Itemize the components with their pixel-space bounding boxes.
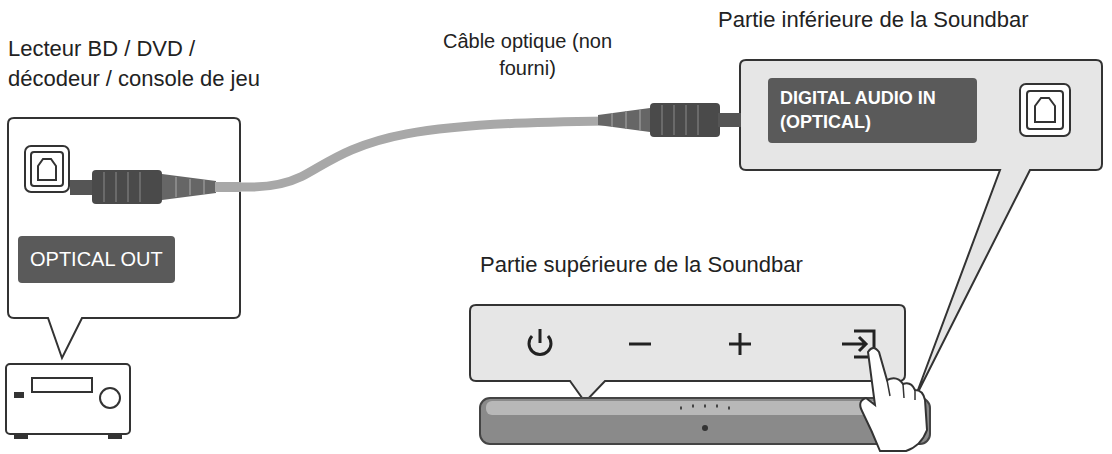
player-device [6,364,130,434]
optical-port [1020,84,1070,136]
plug-ridges [662,105,698,135]
port-name: OPTICAL OUT [30,246,163,273]
port-label: OPTICAL OUT [18,236,175,283]
optical-port-frame [1027,91,1063,129]
soundbar-led [702,425,708,431]
hand-fingers [887,380,915,400]
optical-port-frame [31,152,63,186]
volume-down-button [629,343,651,346]
soundbar-buttons [680,406,730,408]
part-heading: Partie inférieure de la Soundbar [718,5,1029,35]
plug-body [650,103,720,137]
device-foot [14,434,28,439]
volume-up-button [729,333,751,355]
source-button [842,337,866,351]
optical-port-socket [1035,98,1055,122]
part-heading: Partie supérieure de la Soundbar [480,250,803,280]
callout-box: Partie inférieure de la SoundbarDIGITAL … [740,60,1102,170]
optical-port [25,146,69,192]
callout-box: Lecteur BD / DVD / décodeur / console de… [8,118,240,318]
plug-ribs [612,110,640,130]
callout-bubble [8,118,240,358]
device-knob [100,388,120,408]
indicator [14,392,24,398]
device-foot [108,434,122,439]
plug-body [92,170,162,204]
port-label: DIGITAL AUDIO IN (OPTICAL) [768,78,977,143]
cable-label: Câble optique (non fourni) [440,28,615,82]
part-heading: Lecteur BD / DVD / décodeur / console de… [8,34,283,93]
plug-strain-relief [162,174,216,200]
plug-ridges [104,172,140,202]
cable-end [215,182,241,192]
plug-strain-relief [598,108,650,132]
plug-tip [70,180,94,195]
plug-tip [718,113,741,127]
callout-box: Partie supérieure de la Soundbar [470,305,905,381]
port-name: DIGITAL AUDIO IN (OPTICAL) [780,86,965,135]
disc-tray [32,378,92,392]
pointing-hand [860,348,927,451]
soundbar-top [486,401,924,415]
power-button [539,329,542,343]
plug-ribs [176,177,204,197]
callout-bubble [470,305,905,402]
optical-port-socket [38,159,56,180]
